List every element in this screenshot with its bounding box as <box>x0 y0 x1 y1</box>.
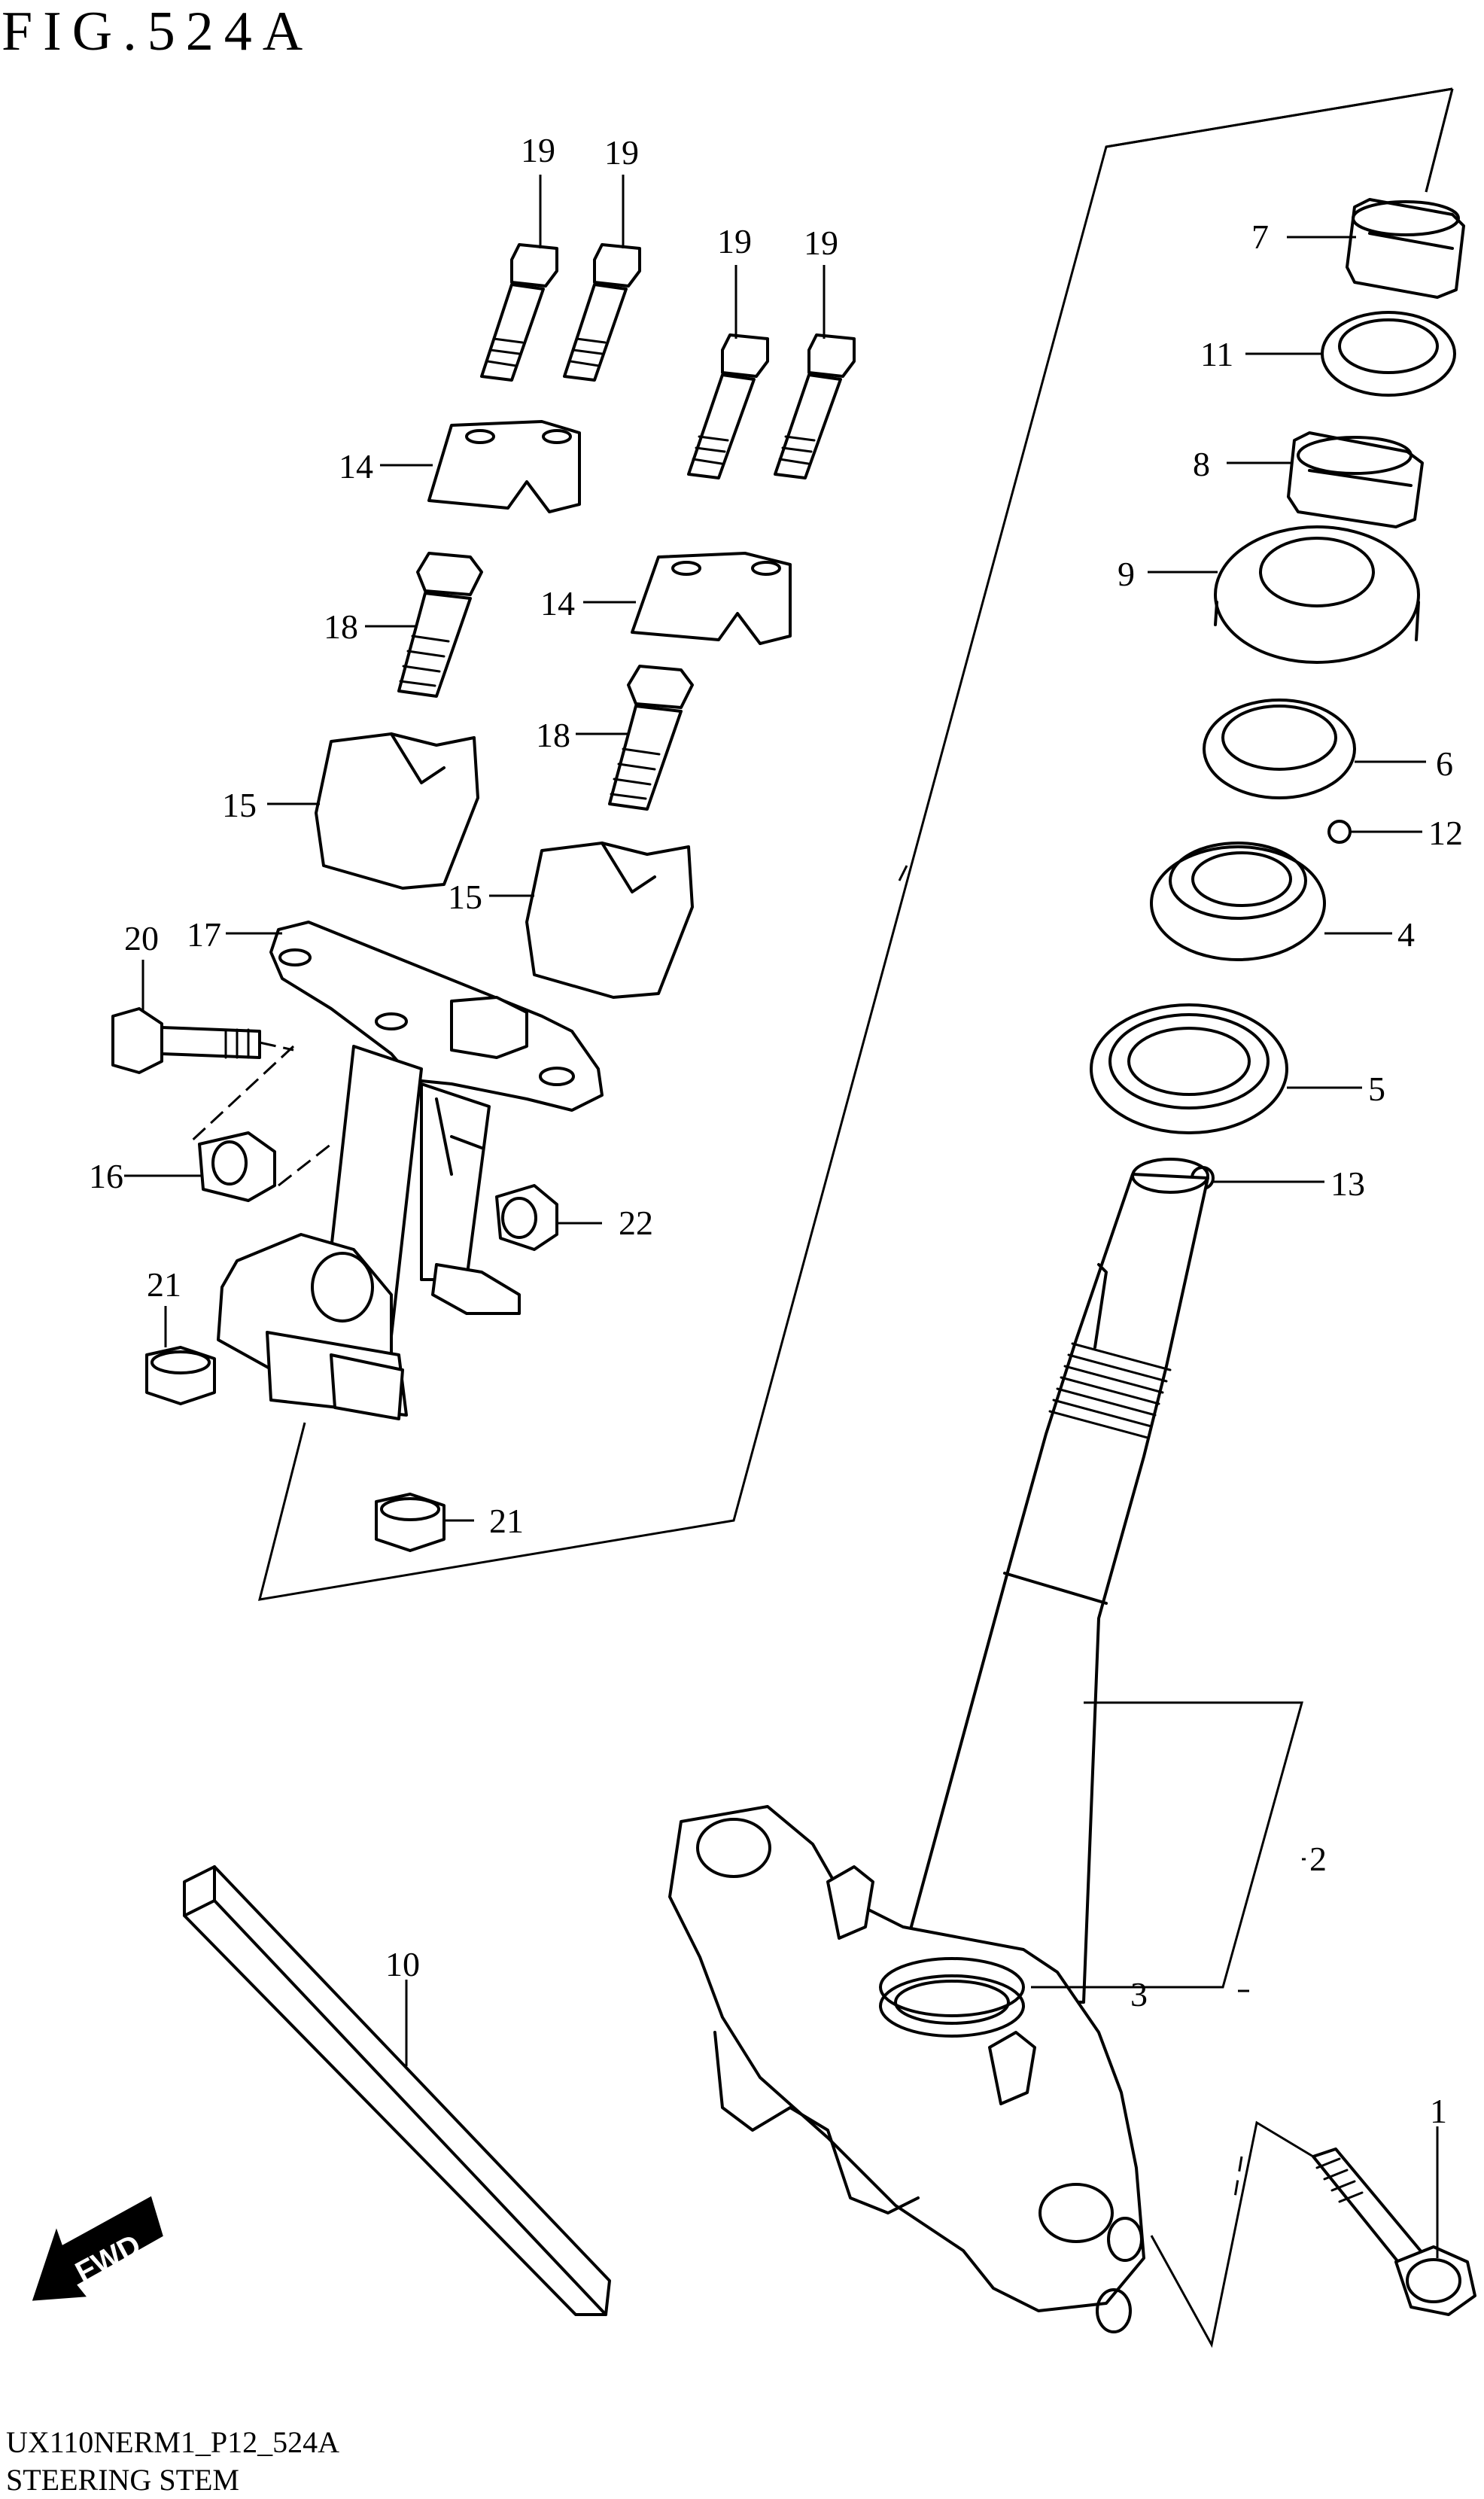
callout-19-a: 19 <box>521 131 555 169</box>
bolt-1 <box>1312 2147 1476 2316</box>
callout-19-d: 19 <box>804 224 838 262</box>
nut-21-b <box>375 1493 446 1552</box>
callout-14-a: 14 <box>339 447 373 485</box>
callout-19-c: 19 <box>717 222 752 260</box>
seal-9 <box>1214 525 1420 664</box>
clamp-15-b <box>525 842 694 999</box>
callout-2: 2 <box>1309 1840 1327 1878</box>
figure-code: UX110NERM1_P12_524A <box>6 2425 339 2459</box>
callout-20: 20 <box>124 919 159 957</box>
callout-21-b: 21 <box>489 1502 524 1540</box>
rod-10 <box>183 1865 611 2316</box>
bolt-19-a <box>480 243 558 382</box>
race-5 <box>1090 1003 1288 1134</box>
nut-8 <box>1287 431 1424 528</box>
ball-12 <box>1327 820 1352 844</box>
leader-lines <box>124 175 1439 2258</box>
callout-7: 7 <box>1251 218 1269 256</box>
kit-break-mark <box>898 865 908 881</box>
bolt-19-c <box>687 333 769 479</box>
kit-bracket-right <box>1425 88 1454 193</box>
callout-4: 4 <box>1397 915 1415 954</box>
callout-5: 5 <box>1368 1070 1385 1108</box>
callout-11: 11 <box>1200 335 1233 373</box>
callout-3: 3 <box>1130 1975 1148 2014</box>
callout-15-b: 15 <box>448 878 482 916</box>
callout-1: 1 <box>1430 2092 1447 2130</box>
callout-13: 13 <box>1330 1164 1365 1203</box>
bolt-20 <box>111 1007 294 1074</box>
callout-12: 12 <box>1428 814 1463 852</box>
callout-numbers: 1 2 3 4 5 6 7 8 9 10 11 12 13 14 14 15 1… <box>89 131 1463 2130</box>
callout-9: 9 <box>1118 555 1135 593</box>
bolt-1-guide <box>1150 2120 1314 2348</box>
callout-16: 16 <box>89 1157 123 1195</box>
callout-18-b: 18 <box>536 716 570 754</box>
fwd-arrow-icon: FWD <box>32 2196 163 2301</box>
race-4 <box>1150 842 1326 961</box>
callout-19-b: 19 <box>604 133 639 172</box>
bolt-18-a <box>397 552 483 698</box>
callout-18-a: 18 <box>324 607 358 646</box>
callout-8: 8 <box>1193 445 1210 483</box>
steering-stem-2 <box>668 1158 1209 2333</box>
dash-line-20 <box>187 1045 295 1146</box>
callout-6: 6 <box>1436 744 1453 783</box>
callout-10: 10 <box>385 1945 420 1983</box>
seal-3 <box>879 1957 1025 2017</box>
figure-title: FIG.524A <box>2 1 313 62</box>
holder-17 <box>217 921 604 1420</box>
clamp-14-a <box>427 420 581 513</box>
clamp-14-b <box>631 552 792 645</box>
washer-11 <box>1321 311 1456 397</box>
bolt-18-b <box>608 665 694 811</box>
callout-17: 17 <box>187 915 221 954</box>
callout-22: 22 <box>619 1204 653 1242</box>
dash-line-16 <box>278 1143 332 1187</box>
collar-16 <box>198 1131 276 1202</box>
callout-14-b: 14 <box>540 584 575 622</box>
clamp-15-a <box>315 732 479 890</box>
figure-caption: STEERING STEM <box>6 2463 239 2497</box>
callout-21-a: 21 <box>147 1265 181 1304</box>
nut-22 <box>495 1184 558 1251</box>
locknut-7 <box>1346 198 1465 299</box>
bolt-1-dash <box>1233 2156 1243 2202</box>
bolt-19-d <box>774 333 856 479</box>
bolt-19-b <box>563 243 641 382</box>
kit-bracket-top <box>1105 87 1453 148</box>
nut-21-a <box>145 1346 216 1405</box>
bearing-6 <box>1203 699 1356 799</box>
callout-15-a: 15 <box>222 786 257 824</box>
bracket-2-3 <box>1031 1701 1303 1989</box>
